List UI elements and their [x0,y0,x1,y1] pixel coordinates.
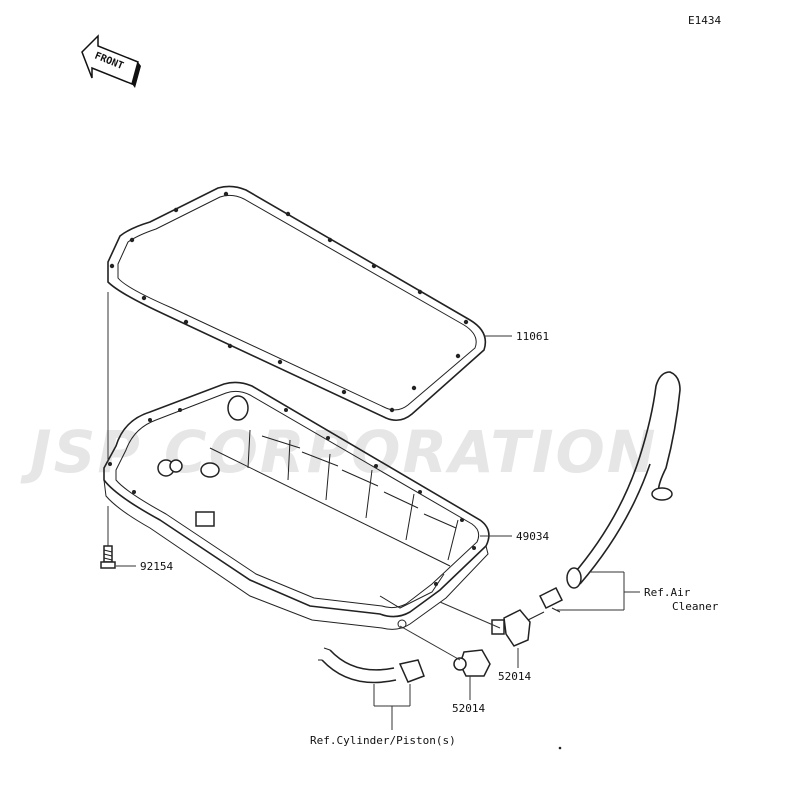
fitting-52014-upper [491,609,545,647]
leader-lines [116,335,640,730]
ref-cylinder-piston: Ref.Cylinder/Piston(s) [310,734,456,747]
part-number-52014-lower: 52014 [452,702,485,715]
ref-air-cleaner-line1: Ref.Air [644,586,691,599]
watermark: JSP CORPORATION [20,418,657,486]
part-number-52014-upper: 52014 [498,670,531,683]
cylinder-hose [318,647,425,684]
part-number-92154: 92154 [140,560,173,573]
front-arrow-icon: FRONT [81,34,141,88]
oil-pan-gasket [107,185,487,422]
bolt-92154 [100,292,116,569]
diagram-code: E1434 [688,14,721,27]
oil-pan [103,381,490,630]
ref-air-cleaner-line2: Cleaner [672,600,719,613]
fitting-52014-lower [453,649,491,677]
part-number-11061: 11061 [516,330,549,343]
part-number-49034: 49034 [516,530,549,543]
stray-dot [558,746,562,750]
breather-hose [538,371,681,613]
